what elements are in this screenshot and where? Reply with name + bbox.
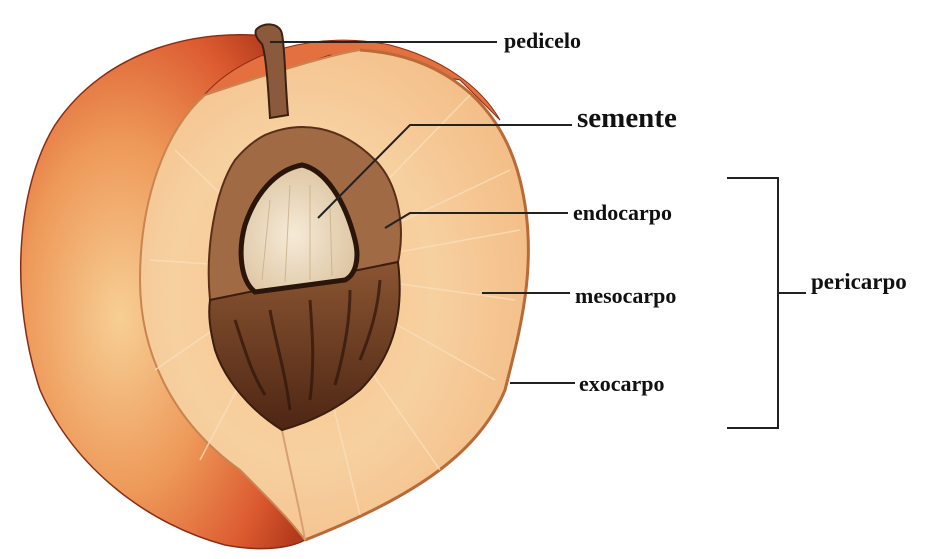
label-pericarpo: pericarpo <box>811 270 907 293</box>
label-endocarpo: endocarpo <box>573 202 672 224</box>
label-semente: semente <box>577 104 677 133</box>
pericarpo-bracket <box>727 178 778 428</box>
label-mesocarpo: mesocarpo <box>575 285 676 307</box>
label-pedicelo: pedicelo <box>504 30 581 52</box>
label-exocarpo: exocarpo <box>579 373 665 395</box>
